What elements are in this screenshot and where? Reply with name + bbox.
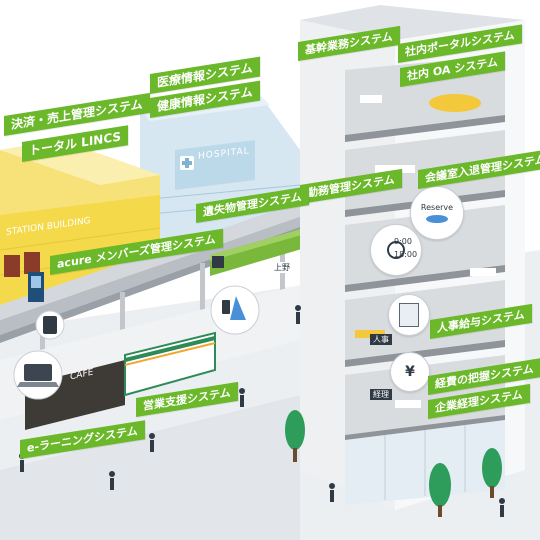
ueno-station-sign: 上野 bbox=[271, 262, 293, 273]
laptop-icon bbox=[13, 350, 63, 400]
yen-bubble: ¥ bbox=[390, 352, 430, 392]
time-end: 18:00 bbox=[394, 250, 418, 259]
lost-items-icon bbox=[210, 285, 260, 335]
yen-coin-icon: ¥ bbox=[405, 364, 415, 380]
id-card-bubble bbox=[388, 294, 430, 336]
train-icon bbox=[210, 228, 305, 276]
hospital-cross-icon bbox=[180, 156, 194, 170]
office-tower bbox=[300, 5, 525, 510]
jinji-sign: 人事 bbox=[370, 334, 392, 345]
road bbox=[0, 395, 300, 540]
clock-icon bbox=[387, 241, 405, 259]
reserve-label: Reserve bbox=[420, 203, 454, 212]
id-card-icon bbox=[399, 303, 419, 327]
vending-machine-icon bbox=[28, 272, 44, 302]
meeting-table-icon bbox=[426, 215, 448, 223]
keiri-sign: 経理 bbox=[370, 389, 392, 400]
reserve-bubble: Reserve bbox=[410, 186, 464, 240]
clock-bubble bbox=[370, 224, 422, 276]
tree-icon bbox=[285, 410, 502, 517]
time-start: 9:00 bbox=[394, 237, 412, 246]
card-reader-icon bbox=[35, 310, 65, 340]
